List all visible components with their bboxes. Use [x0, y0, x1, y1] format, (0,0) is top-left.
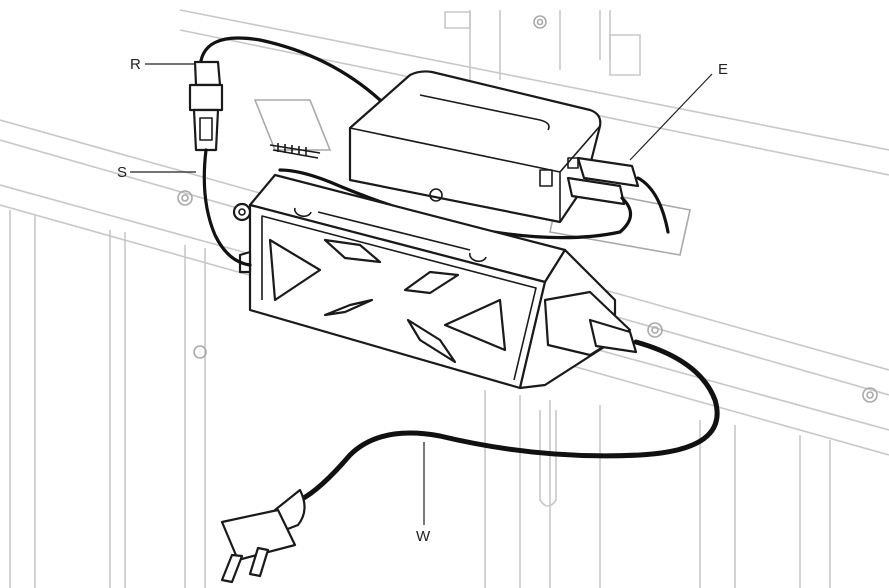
leader-e: [629, 73, 713, 161]
callout-s: S: [117, 164, 127, 181]
control-box: [348, 70, 602, 224]
callout-w: W: [416, 528, 431, 545]
e-connector: [278, 156, 670, 240]
callout-r: R: [130, 56, 141, 73]
power-cable-w: [220, 290, 720, 584]
rs-cable: [188, 36, 382, 267]
comb-connector: [269, 143, 321, 159]
leader-lines: [130, 63, 713, 525]
callout-e: E: [718, 61, 728, 78]
